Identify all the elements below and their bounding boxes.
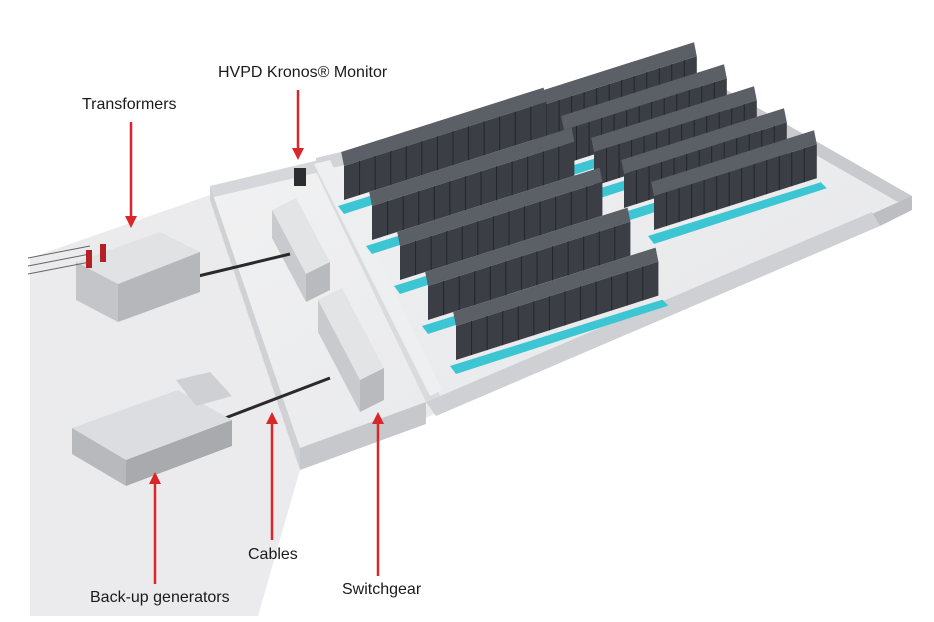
- rack-row-top-back-0: [531, 42, 697, 109]
- rack-row-top-back-4: [651, 130, 817, 196]
- cable-generator: [219, 376, 331, 422]
- server-rack-rows: [338, 42, 827, 374]
- right-wall-end: [872, 196, 912, 226]
- rack-row-front-front-3: [428, 221, 631, 320]
- cable-transformer: [189, 252, 291, 280]
- rack-row-front-front-1: [372, 141, 575, 240]
- rack-row-top-front-0: [341, 87, 547, 166]
- switchgear-cabinet-upper: [272, 198, 330, 302]
- label-monitor: HVPD Kronos® Monitor: [218, 64, 388, 81]
- label-switchgear: Switchgear: [342, 581, 422, 598]
- rack-row-front-back-4: [654, 144, 817, 230]
- rack-row-top-front-1: [369, 127, 575, 206]
- cooling-strip-back-4: [648, 182, 827, 244]
- arrow-switchgear: [372, 412, 384, 576]
- kronos-monitor-device: [294, 168, 306, 186]
- arrow-monitor: [292, 90, 304, 160]
- front-wall-corridor: [300, 402, 426, 470]
- arrow-generators: [149, 472, 161, 584]
- rack-row-top-front-2: [397, 167, 603, 246]
- rack-row-top-front-4: [453, 247, 659, 326]
- back-wall-left: [210, 160, 320, 198]
- rack-row-top-back-3: [621, 108, 787, 174]
- arrow-cables: [266, 412, 278, 540]
- front-wall-hall: [426, 212, 880, 416]
- transformer-unit: [27, 232, 200, 322]
- label-cables: Cables: [248, 546, 298, 563]
- rack-row-top-front-3: [425, 207, 631, 286]
- rack-row-front-front-2: [400, 181, 603, 280]
- switchgear-cabinet-lower: [318, 288, 384, 412]
- rack-row-top-back-1: [561, 64, 727, 130]
- backup-generator-unit: [72, 372, 232, 486]
- label-transformers: Transformers: [82, 96, 177, 113]
- arrow-transformers: [125, 122, 137, 228]
- label-generators: Back-up generators: [90, 589, 230, 606]
- divider-wall-top: [314, 160, 442, 396]
- cooling-strip-front-4: [450, 299, 669, 374]
- rack-row-front-front-0: [344, 101, 547, 200]
- rack-row-front-front-4: [456, 261, 659, 360]
- rack-row-top-back-2: [591, 86, 757, 152]
